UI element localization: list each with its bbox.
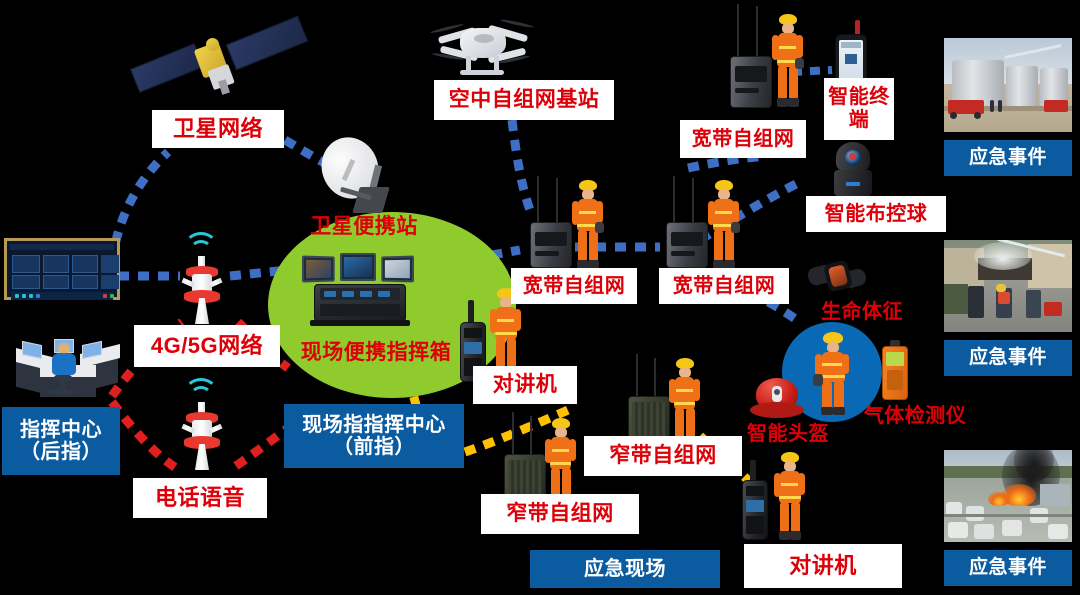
smart-helmet-icon xyxy=(750,378,804,422)
label-narrowband-mesh-left: 窄带自组网 xyxy=(481,494,639,534)
smart-wristband-icon xyxy=(806,256,868,300)
cell-tower-icon xyxy=(178,232,226,328)
emergency-event-label-3: 应急事件 xyxy=(944,550,1072,586)
drone-icon xyxy=(430,8,536,78)
label-broadband-mesh-mid-right: 宽带自组网 xyxy=(659,268,789,304)
manpack-radio-icon xyxy=(726,4,776,112)
label-telephone-voice: 电话语音 xyxy=(133,478,267,518)
photo-refinery-explosion xyxy=(944,450,1072,542)
portable-command-box-icon xyxy=(301,248,418,340)
firefighter-figure-icon xyxy=(813,332,851,416)
label-satellite-network: 卫星网络 xyxy=(152,110,284,148)
photo-oil-tank-farm xyxy=(944,38,1072,132)
emergency-event-label-2: 应急事件 xyxy=(944,340,1072,376)
photo-building-fire xyxy=(944,240,1072,332)
label-onsite-portable-command-box: 现场便携指挥箱 xyxy=(300,341,452,365)
label-onsite-command-center: 现场指指挥中心 （前指） xyxy=(284,404,464,468)
label-command-center: 指挥中心 （后指） xyxy=(2,407,120,475)
satellite-dish-icon xyxy=(312,128,398,220)
label-air-mesh-base-station: 空中自组网基站 xyxy=(434,80,614,120)
label-smart-ptz-ball: 智能布控球 xyxy=(806,196,946,232)
gas-detector-icon xyxy=(882,340,908,402)
label-walkie-talkie-bottom: 对讲机 xyxy=(744,544,902,588)
firefighter-figure-icon xyxy=(570,180,604,272)
label-4g5g-network: 4G/5G网络 xyxy=(134,325,280,367)
ptz-camera-ball-icon xyxy=(830,142,876,198)
handheld-radio-icon xyxy=(740,460,770,544)
firefighter-figure-icon xyxy=(706,180,740,272)
cell-tower-icon xyxy=(178,378,226,474)
label-walkie-talkie-mid: 对讲机 xyxy=(473,366,577,404)
label-gas-detector: 气体检测仪 xyxy=(863,404,967,427)
manpack-radio-icon xyxy=(526,176,576,270)
label-smart-terminal: 智能终端 xyxy=(824,78,894,140)
firefighter-figure-icon xyxy=(668,358,700,448)
manpack-radio-icon xyxy=(662,176,712,270)
label-emergency-scene: 应急现场 xyxy=(530,550,720,588)
firefighter-figure-icon xyxy=(770,14,804,110)
label-broadband-mesh-top: 宽带自组网 xyxy=(680,120,806,158)
label-broadband-mesh-mid-left: 宽带自组网 xyxy=(511,268,637,304)
satellite-icon xyxy=(129,15,309,103)
label-vital-signs: 生命体征 xyxy=(821,300,903,323)
command-desk-icon xyxy=(14,325,122,403)
emergency-event-label-1: 应急事件 xyxy=(944,140,1072,176)
label-satellite-portable-station: 卫星便携站 xyxy=(310,215,418,239)
label-smart-helmet: 智能头盔 xyxy=(747,422,829,445)
label-narrowband-mesh-right: 窄带自组网 xyxy=(584,436,742,476)
video-wall-icon xyxy=(4,238,120,300)
firefighter-figure-icon xyxy=(772,452,806,542)
